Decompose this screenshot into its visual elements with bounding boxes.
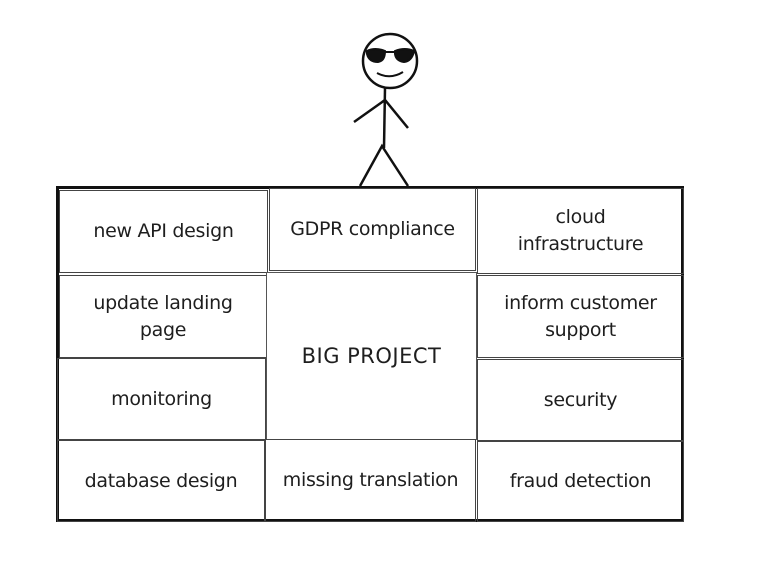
sunglasses-icon	[366, 48, 416, 64]
figure-head	[361, 32, 419, 90]
smile	[376, 71, 404, 78]
figure-arms	[353, 98, 409, 129]
task-update-landing-page[interactable]: update landing page	[59, 275, 267, 358]
task-inform-customer-support[interactable]: inform customer support	[477, 275, 684, 358]
stick-figure-icon	[353, 32, 419, 187]
task-fraud-detection[interactable]: fraud detection	[477, 441, 684, 522]
project-board	[56, 186, 684, 522]
task-database-design[interactable]: database design	[57, 440, 265, 522]
figure-body	[382, 87, 387, 149]
task-new-api-design[interactable]: new API design	[59, 190, 268, 273]
task-security[interactable]: security	[477, 359, 684, 441]
task-missing-translation[interactable]: missing translation	[265, 439, 476, 522]
center-big-project: BIG PROJECT	[266, 272, 477, 440]
figure-legs	[358, 143, 410, 187]
task-monitoring[interactable]: monitoring	[57, 358, 266, 440]
task-cloud-infrastructure[interactable]: cloud infrastructure	[477, 188, 684, 274]
task-gdpr-compliance[interactable]: GDPR compliance	[269, 188, 476, 271]
